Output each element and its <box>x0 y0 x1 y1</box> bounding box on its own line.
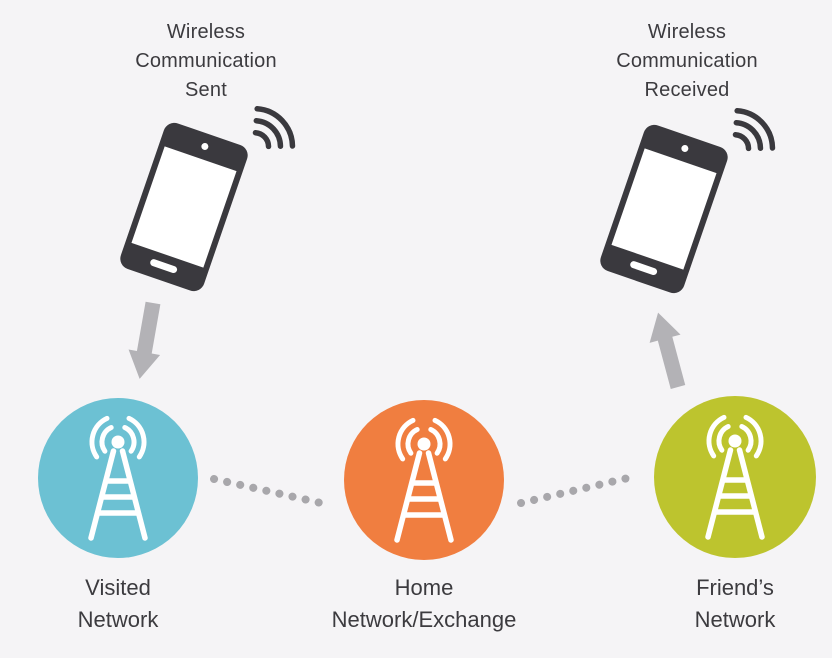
arrow-down-icon <box>128 301 161 379</box>
phone-received-icon <box>597 83 780 309</box>
phone-sent-icon <box>117 81 300 307</box>
dotted-connector-right <box>517 474 632 507</box>
label-friends-network: Friend’s Network <box>694 575 776 632</box>
node-circle-friends <box>654 396 816 558</box>
dotted-connector-left <box>210 475 325 507</box>
network-node-visited <box>38 398 198 558</box>
network-node-home <box>344 400 504 560</box>
arrow-up-icon <box>649 312 686 389</box>
node-circle-home <box>344 400 504 560</box>
caption-wireless-received: Wireless Communication Received <box>616 21 758 101</box>
label-home-network: Home Network/Exchange <box>331 575 517 632</box>
label-visited-network: Visited Network <box>77 575 159 632</box>
caption-wireless-sent: Wireless Communication Sent <box>135 21 277 101</box>
network-node-friends <box>654 396 816 558</box>
node-circle-visited <box>38 398 198 558</box>
